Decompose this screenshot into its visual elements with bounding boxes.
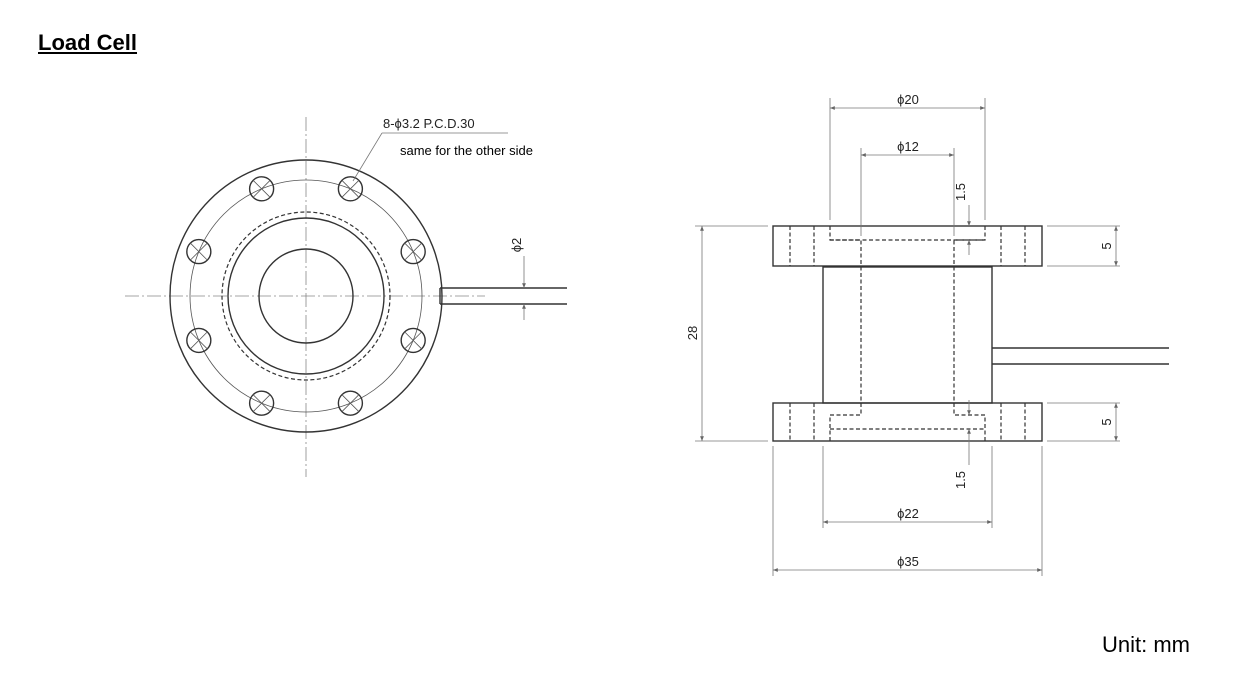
mounting-hole — [248, 390, 275, 416]
outer-flange-circle — [169, 159, 443, 433]
dim-phi20: ϕ20 — [897, 92, 919, 107]
body-outer-circle — [227, 217, 385, 375]
unit-label: Unit: mm — [1102, 632, 1190, 657]
page-title: Load Cell — [38, 30, 138, 55]
mounting-hole-cross — [189, 242, 208, 261]
mounting-hole — [186, 238, 212, 265]
side-view: ϕ20 ϕ12 1.5 1.5 28 5 5 ϕ22 — [685, 92, 1169, 576]
dim-phi12: ϕ12 — [897, 139, 919, 154]
hidden-recess-circle — [221, 211, 391, 381]
hole-note-label: same for the other side — [400, 143, 533, 158]
mounting-hole-cross — [404, 331, 423, 350]
body — [822, 266, 993, 404]
dim-thickness-top: 5 — [1099, 242, 1114, 249]
dim-phi22: ϕ22 — [897, 506, 919, 521]
mounting-hole — [186, 327, 212, 354]
cable-dia-label: ϕ2 — [509, 238, 524, 253]
top-view: ϕ2 8-ϕ3.2 P.C.D.30 same for the other si… — [125, 116, 567, 477]
dim-phi35: ϕ35 — [897, 554, 919, 569]
mounting-hole-cross — [341, 179, 360, 198]
mounting-hole — [337, 176, 364, 202]
mounting-holes — [186, 176, 426, 416]
pcd-circle — [189, 179, 423, 413]
bottom-flange — [772, 402, 1043, 442]
mounting-hole-cross — [404, 242, 423, 261]
mounting-hole-cross — [189, 331, 208, 350]
mounting-hole-cross — [252, 394, 271, 413]
mounting-hole-cross — [252, 179, 271, 198]
mounting-hole-cross — [341, 394, 360, 413]
hole-leader-line — [352, 132, 383, 182]
dim-thickness-bottom: 5 — [1099, 418, 1114, 425]
dim-height-28: 28 — [685, 326, 700, 340]
dim-1-5-bottom: 1.5 — [953, 471, 968, 489]
hole-spec-label: 8-ϕ3.2 P.C.D.30 — [383, 116, 475, 131]
top-flange — [772, 225, 1043, 267]
mounting-hole — [400, 238, 426, 265]
bore-circle — [258, 248, 354, 344]
dim-1-5-top: 1.5 — [953, 183, 968, 201]
mounting-hole — [248, 176, 275, 202]
mounting-hole — [400, 327, 426, 354]
mounting-hole — [337, 390, 364, 416]
